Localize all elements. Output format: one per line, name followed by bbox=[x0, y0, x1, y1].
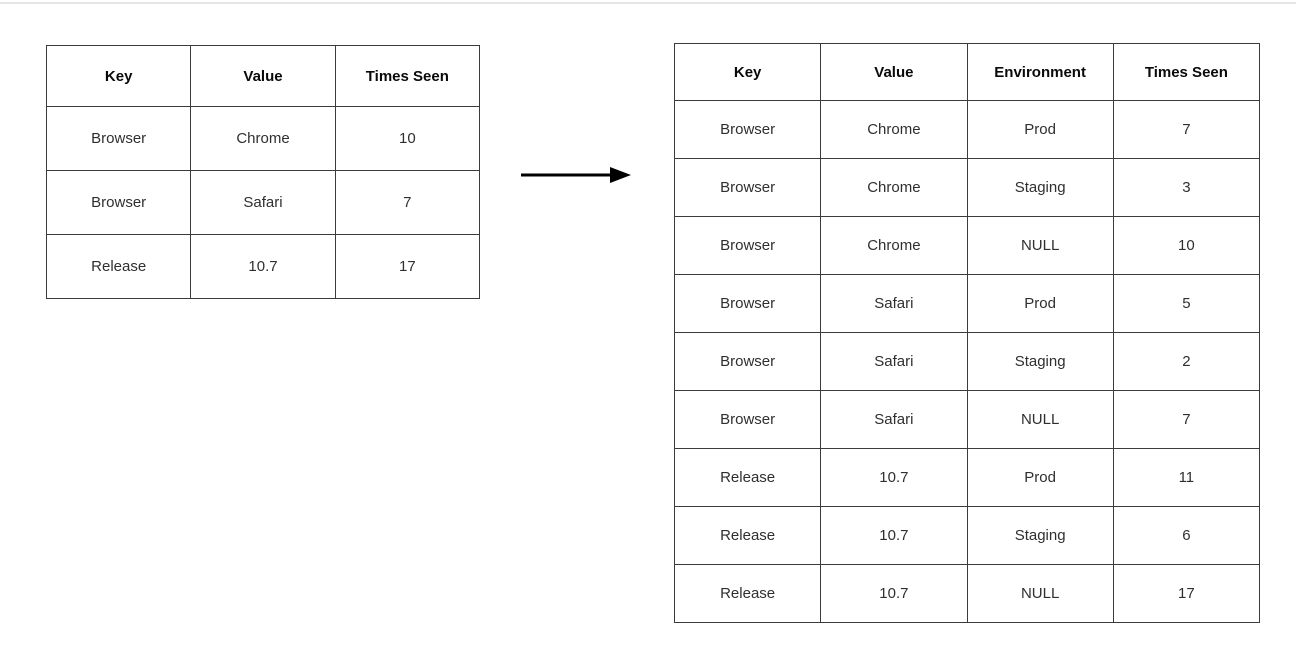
table-cell: 10.7 bbox=[820, 448, 968, 507]
table-row: Release 10.7 17 bbox=[45, 234, 481, 299]
table-cell: Browser bbox=[673, 332, 822, 391]
table-cell-null: NULL bbox=[966, 390, 1114, 449]
table-cell: 10.7 bbox=[190, 234, 336, 299]
table-cell: Browser bbox=[673, 100, 822, 159]
table-row: Browser Chrome NULL 10 bbox=[673, 216, 1261, 275]
table-row: Browser Safari NULL 7 bbox=[673, 390, 1261, 449]
table-cell: 7 bbox=[1112, 100, 1261, 159]
column-header-key: Key bbox=[45, 45, 192, 107]
table-cell: Chrome bbox=[820, 216, 968, 275]
table-cell: Safari bbox=[820, 390, 968, 449]
column-header-key: Key bbox=[673, 43, 822, 101]
table-cell: Browser bbox=[673, 158, 822, 217]
table-cell: Prod bbox=[966, 100, 1114, 159]
table-row: Release 10.7 Staging 6 bbox=[673, 506, 1261, 565]
table-cell: Safari bbox=[820, 332, 968, 391]
table-cell: Release bbox=[673, 448, 822, 507]
table-header-row: Key Value Times Seen bbox=[45, 45, 481, 107]
top-border-line bbox=[0, 2, 1296, 4]
table-cell: Chrome bbox=[820, 100, 968, 159]
column-header-environment: Environment bbox=[966, 43, 1114, 101]
table-row: Browser Chrome Prod 7 bbox=[673, 100, 1261, 159]
table-cell: Safari bbox=[190, 170, 336, 235]
table-row: Browser Chrome 10 bbox=[45, 106, 481, 171]
column-header-value: Value bbox=[190, 45, 336, 107]
table-cell: Release bbox=[673, 564, 822, 623]
table-cell: Chrome bbox=[190, 106, 336, 171]
table-cell: 10 bbox=[334, 106, 481, 171]
table-cell: Browser bbox=[45, 170, 192, 235]
table-row: Browser Chrome Staging 3 bbox=[673, 158, 1261, 217]
table-cell: Release bbox=[673, 506, 822, 565]
table-cell: Browser bbox=[45, 106, 192, 171]
table-cell: Prod bbox=[966, 274, 1114, 333]
column-header-times-seen: Times Seen bbox=[1112, 43, 1261, 101]
table-cell: 17 bbox=[334, 234, 481, 299]
table-cell: 10 bbox=[1112, 216, 1261, 275]
table-row: Release 10.7 NULL 17 bbox=[673, 564, 1261, 623]
table-cell: Browser bbox=[673, 274, 822, 333]
table-cell: 10.7 bbox=[820, 506, 968, 565]
table-cell: Safari bbox=[820, 274, 968, 333]
table-row: Browser Safari Prod 5 bbox=[673, 274, 1261, 333]
table-cell: Release bbox=[45, 234, 192, 299]
table-cell: 5 bbox=[1112, 274, 1261, 333]
table-cell: Browser bbox=[673, 216, 822, 275]
table-row: Browser Safari Staging 2 bbox=[673, 332, 1261, 391]
table-cell: Browser bbox=[673, 390, 822, 449]
table-row: Release 10.7 Prod 11 bbox=[673, 448, 1261, 507]
table-cell: Prod bbox=[966, 448, 1114, 507]
table-cell: Staging bbox=[966, 506, 1114, 565]
output-table: Key Value Environment Times Seen Browser… bbox=[673, 43, 1261, 623]
table-cell: 17 bbox=[1112, 564, 1261, 623]
table-cell-null: NULL bbox=[966, 216, 1114, 275]
table-cell: 3 bbox=[1112, 158, 1261, 217]
table-row: Browser Safari 7 bbox=[45, 170, 481, 235]
table-cell: 6 bbox=[1112, 506, 1261, 565]
table-header-row: Key Value Environment Times Seen bbox=[673, 43, 1261, 101]
table-cell-null: NULL bbox=[966, 564, 1114, 623]
table-cell: 7 bbox=[334, 170, 481, 235]
table-cell: Staging bbox=[966, 158, 1114, 217]
column-header-times-seen: Times Seen bbox=[334, 45, 481, 107]
column-header-value: Value bbox=[820, 43, 968, 101]
table-cell: 2 bbox=[1112, 332, 1261, 391]
table-cell: Chrome bbox=[820, 158, 968, 217]
right-arrow-icon bbox=[518, 160, 636, 190]
table-cell: 10.7 bbox=[820, 564, 968, 623]
table-cell: Staging bbox=[966, 332, 1114, 391]
table-cell: 7 bbox=[1112, 390, 1261, 449]
table-cell: 11 bbox=[1112, 448, 1261, 507]
input-table: Key Value Times Seen Browser Chrome 10 B… bbox=[45, 45, 481, 299]
